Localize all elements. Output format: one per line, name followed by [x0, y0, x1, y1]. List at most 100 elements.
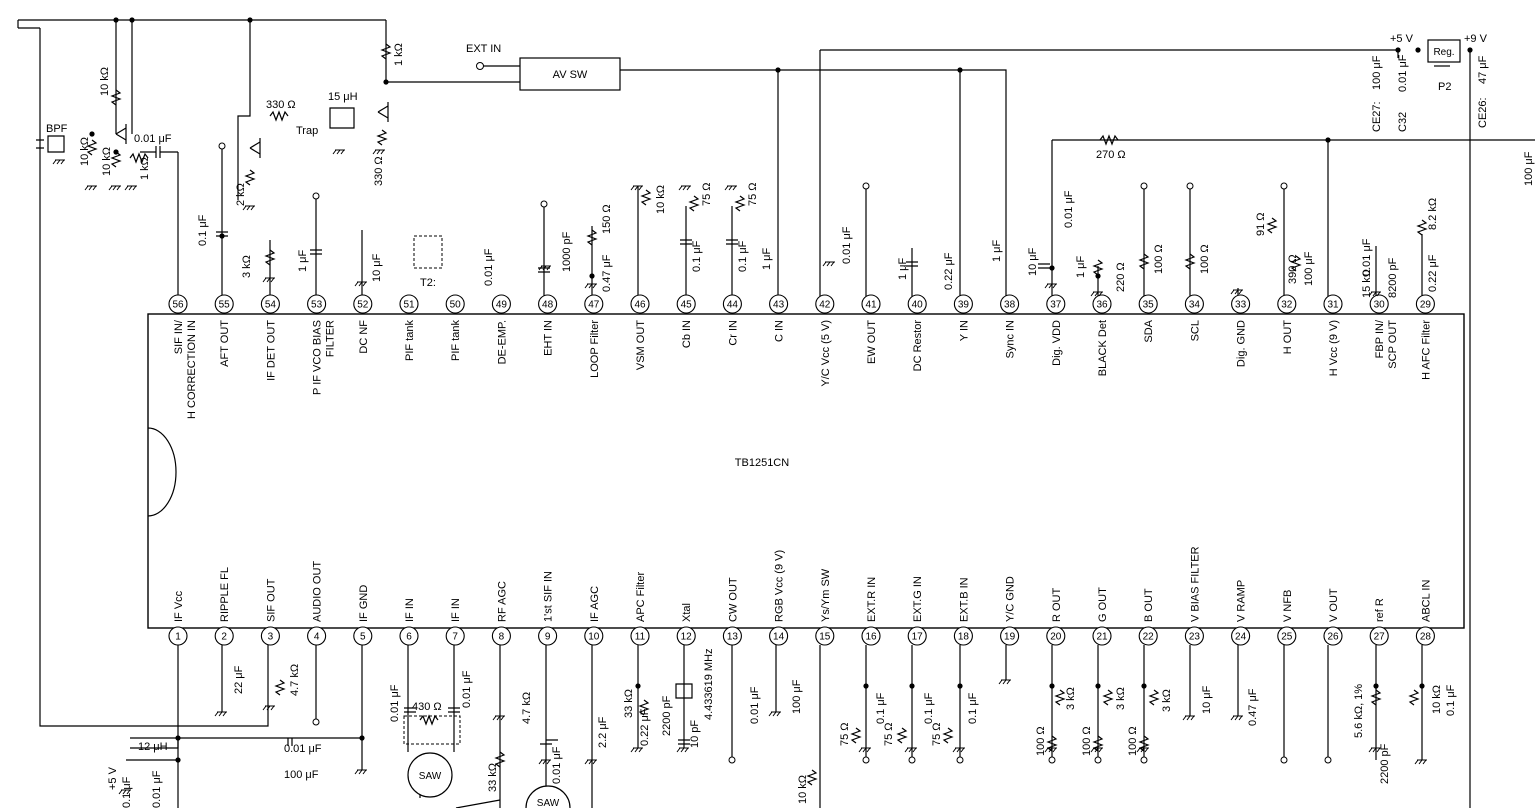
pin-1-label: IF Vcc	[173, 590, 185, 622]
component-r-2k-label: 2 kΩ	[235, 183, 247, 206]
pin-23-marker	[1184, 626, 1204, 646]
pin-41-marker	[861, 294, 881, 314]
pin-43-marker	[769, 294, 789, 314]
pin-29-label: H AFC Filter	[1420, 320, 1432, 380]
pin-48-label: EHT IN	[543, 320, 555, 356]
pin-30-label-2: SCP OUT	[1387, 320, 1399, 369]
ground-icon	[584, 759, 597, 765]
component-r-10k-bpf-label: 10 kΩ	[79, 137, 91, 166]
reg-label: Reg.	[1433, 47, 1454, 58]
pin-36-label: BLACK Det	[1097, 320, 1109, 376]
component-c-01-bl-label: 0.1 μF	[121, 776, 133, 808]
pin-10-number: 10	[588, 632, 600, 643]
pin-53-number: 53	[311, 300, 323, 311]
pin-51-label: PIF tank	[404, 320, 416, 361]
ground-icon	[538, 759, 551, 765]
ground-icon	[354, 281, 367, 287]
ground-icon	[630, 747, 643, 753]
ground-icon	[858, 747, 871, 753]
pin-9-label: 1'st SIF IN	[543, 571, 555, 622]
pin-9-number: 9	[545, 632, 551, 643]
component-r-75-16-label: 75 Ω	[839, 722, 851, 746]
component-c-10u-23-label: 10 μF	[1201, 685, 1213, 714]
pin-24-marker	[1231, 626, 1251, 646]
pin-15-number: 15	[819, 632, 831, 643]
pin-32-number: 32	[1281, 300, 1293, 311]
pin-47-number: 47	[588, 300, 600, 311]
ground-icon	[1414, 759, 1427, 765]
component-c-001-7-label: 0.01 μF	[461, 670, 473, 708]
ground-icon	[262, 705, 275, 711]
pin-3-number: 3	[268, 632, 274, 643]
component-r-3k-21-label: 3 kΩ	[1115, 687, 1127, 710]
pin-47-marker	[584, 294, 604, 314]
component-l-12u-label: 12 μH	[138, 741, 168, 753]
component-r-3k-22-label: 3 kΩ	[1161, 689, 1173, 712]
component-c-2200p-27-label: 2200 pF	[1379, 743, 1391, 784]
pin-37-marker	[1046, 294, 1066, 314]
component-c-1u-40-label: 1 μF	[897, 257, 909, 280]
component-c-100u-31-label: 100 μF	[1303, 251, 1315, 286]
ground-icon	[1368, 291, 1381, 297]
component-c-2200p-11-label: 2200 pF	[661, 695, 673, 736]
component-r-10k-46-label: 10 kΩ	[655, 185, 667, 214]
component-r-10k-28-label: 10 kΩ	[1431, 685, 1443, 714]
pin-52-label: DC NF	[358, 320, 370, 354]
component-c-1u-38-label: 1 μF	[991, 239, 1003, 262]
saw-filter-2	[525, 785, 571, 808]
component-r-1k-top-label: 1 kΩ	[393, 43, 405, 66]
ext-in-label: EXT IN	[466, 43, 501, 55]
pin-21-number: 21	[1096, 632, 1108, 643]
pin-16-marker	[861, 626, 881, 646]
pin-8-label: RF AGC	[496, 581, 508, 622]
pin-42-number: 42	[819, 300, 831, 311]
pin-14-marker	[769, 626, 789, 646]
pin-7-marker	[445, 626, 465, 646]
pin-13-marker	[722, 626, 742, 646]
pin-41-label: EW OUT	[866, 320, 878, 364]
component-r-47k-8-label: 4.7 kΩ	[521, 692, 533, 724]
pin-16-label: EXT.R IN	[866, 577, 878, 622]
pin-38-label: Sync IN	[1005, 320, 1017, 359]
pin-55-label: AFT OUT	[219, 320, 231, 367]
ground-icon	[118, 789, 131, 795]
component-r-47k-3-label: 4.7 kΩ	[289, 664, 301, 696]
pin-38-marker	[1000, 294, 1020, 314]
pin-37-number: 37	[1050, 300, 1062, 311]
pin-40-label: DC Restor	[912, 320, 924, 372]
pin-53-marker	[307, 294, 327, 314]
av-sw-box	[519, 57, 621, 91]
pin-46-label: VSM OUT	[635, 320, 647, 370]
component-c-01-17-label: 0.1 μF	[923, 692, 935, 724]
ground-icon	[124, 185, 137, 191]
pin-2-number: 2	[221, 632, 227, 643]
bpf-label: BPF	[46, 123, 68, 135]
pin-34-marker	[1184, 294, 1204, 314]
component-r-3k-20-label: 3 kΩ	[1065, 687, 1077, 710]
ground-icon	[262, 277, 275, 283]
t2-label: T2:	[420, 277, 436, 289]
pin-14-number: 14	[773, 632, 785, 643]
ground-icon	[1230, 715, 1243, 721]
pin-26-marker	[1323, 626, 1343, 646]
ground-icon	[1368, 747, 1381, 753]
pin-33-number: 33	[1235, 300, 1247, 311]
pin-4-label: AUDIO OUT	[312, 561, 324, 622]
pin-4-marker	[307, 626, 327, 646]
pin-25-label: V NFB	[1282, 590, 1294, 622]
pin-50-label: PIF tank	[450, 320, 462, 361]
component-r-56k-27-label: 5.6 kΩ, 1%	[1353, 684, 1365, 738]
ground-icon	[822, 261, 835, 267]
pin-24-number: 24	[1235, 632, 1247, 643]
pin-54-label: IF DET OUT	[265, 320, 277, 381]
pin-51-marker	[399, 294, 419, 314]
pin-20-label: R OUT	[1051, 588, 1063, 623]
component-c-047-47-label: 0.47 μF	[601, 254, 613, 292]
pin-6-label: IF IN	[404, 598, 416, 622]
component-c-001-31-label: 0.01 μF	[1361, 238, 1373, 276]
pin-56-label: SIF IN/	[173, 319, 185, 354]
component-r-91-32-label: 91 Ω	[1255, 212, 1267, 236]
chip-notch	[147, 427, 177, 517]
component-r-15k-30-label: 15 kΩ	[1361, 269, 1373, 298]
